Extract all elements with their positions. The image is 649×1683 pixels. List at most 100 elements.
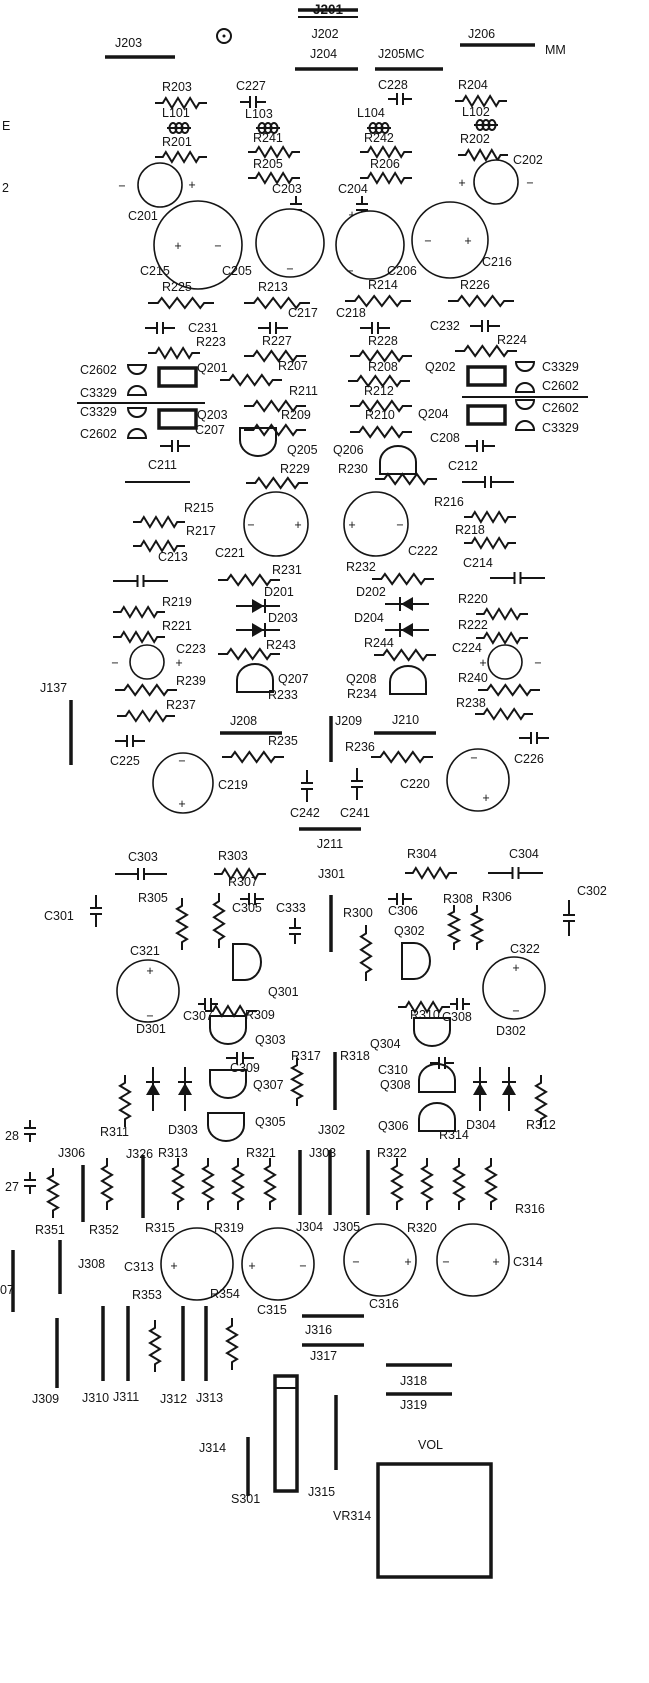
resistor-r322-body xyxy=(390,1158,404,1210)
label-r227: R227 xyxy=(262,334,292,348)
label-c303: C303 xyxy=(128,850,158,864)
label-r217: R217 xyxy=(186,524,216,538)
label-r228: R228 xyxy=(368,334,398,348)
label-j308: J308 xyxy=(78,1257,105,1271)
label-c304: C304 xyxy=(509,847,539,861)
transistor-c2602-right-bot xyxy=(514,399,536,410)
diode-triangle xyxy=(401,597,413,611)
plus-sign: + xyxy=(348,518,355,532)
label-c309: C309 xyxy=(230,1061,260,1075)
electrolytic-body xyxy=(487,644,523,680)
label-l101: L101 xyxy=(162,106,190,120)
resistor-r308 xyxy=(446,905,462,950)
plus-sign: + xyxy=(479,656,486,670)
label-r213: R213 xyxy=(258,280,288,294)
capacitor-c242 xyxy=(301,770,313,802)
label-c203: C203 xyxy=(272,182,302,196)
label-r219: R219 xyxy=(162,595,192,609)
label-c228: C228 xyxy=(378,78,408,92)
capacitor-c321: +− xyxy=(116,959,180,1023)
electrolytic-body xyxy=(153,200,243,290)
label-q302: Q302 xyxy=(394,924,425,938)
electrolytic-body xyxy=(343,491,409,557)
resistor-r210 xyxy=(350,425,412,439)
label-c211: C211 xyxy=(148,458,177,472)
resistor-r310 xyxy=(398,1000,450,1014)
label-r241: R241 xyxy=(253,131,283,145)
label-c3329: C3329 xyxy=(542,360,579,374)
label-j206: J206 xyxy=(468,27,495,41)
diode-triangle xyxy=(473,1083,487,1095)
label-vol: VOL xyxy=(418,1438,443,1452)
resistor-r220 xyxy=(476,607,528,621)
resistor-r228 xyxy=(350,349,412,363)
label-c306: C306 xyxy=(388,904,418,918)
plus-sign: + xyxy=(248,1259,255,1273)
inductor-turn xyxy=(269,122,279,134)
minus-sign: − xyxy=(247,518,254,532)
label-q307: Q307 xyxy=(253,1078,284,1092)
transistor-q303 xyxy=(209,1015,247,1045)
label-j304: J304 xyxy=(296,1220,323,1234)
resistor-r225 xyxy=(148,296,214,310)
label-c302: C302 xyxy=(577,884,607,898)
diode-triangle xyxy=(252,623,264,637)
resistor-r211 xyxy=(244,399,306,413)
minus-sign: − xyxy=(214,239,221,253)
electrolytic-body xyxy=(411,201,489,279)
diode-triangle xyxy=(146,1083,160,1095)
inductor-turn xyxy=(487,119,497,131)
label-r214: R214 xyxy=(368,278,398,292)
transistor-q201 xyxy=(157,366,198,388)
label-q301: Q301 xyxy=(268,985,299,999)
label-j318: J318 xyxy=(400,1374,427,1388)
label-r216: R216 xyxy=(434,495,464,509)
electrolytic-body xyxy=(255,208,325,278)
electrolytic-body xyxy=(116,959,180,1023)
label-c217: C217 xyxy=(288,306,318,320)
resistor-r303 xyxy=(214,867,266,881)
minus-sign: − xyxy=(178,754,185,768)
label-c3329: C3329 xyxy=(542,421,579,435)
label-c222: C222 xyxy=(408,544,438,558)
label-r221: R221 xyxy=(162,619,192,633)
potentiometer-vr314 xyxy=(376,1462,493,1579)
resistor-r316-body xyxy=(484,1158,498,1210)
plus-sign: + xyxy=(188,178,195,192)
label-c321: C321 xyxy=(130,944,160,958)
capacitor-c215: +− xyxy=(153,200,243,290)
label-r206: R206 xyxy=(370,157,400,171)
plus-sign: + xyxy=(458,176,465,190)
plus-sign: + xyxy=(348,208,355,222)
label-c215: C215 xyxy=(140,264,170,278)
label-r233: R233 xyxy=(268,688,298,702)
resistor-r223 xyxy=(148,346,200,360)
label-r211: R211 xyxy=(289,384,318,398)
minus-sign: − xyxy=(352,1255,359,1269)
resistor-r207 xyxy=(220,373,282,387)
electrolytic-body xyxy=(473,159,519,205)
electrolytic-body xyxy=(160,1227,234,1301)
transistor-c3329-left-bot xyxy=(126,407,148,418)
label-r230: R230 xyxy=(338,462,368,476)
resistor-r205 xyxy=(248,171,300,185)
resistor-r208 xyxy=(348,374,410,388)
plus-sign: + xyxy=(482,791,489,805)
label-j301: J301 xyxy=(318,867,345,881)
transistor-c2602-left-top xyxy=(126,364,148,375)
capacitor-c315: +− xyxy=(241,1227,315,1301)
capacitor-c211-top xyxy=(160,440,190,452)
plus-sign: + xyxy=(175,656,182,670)
capacitor-c225 xyxy=(115,735,145,747)
capacitor-c303 xyxy=(115,868,167,880)
label-c3329: C3329 xyxy=(80,405,117,419)
label-j303: J303 xyxy=(309,1146,336,1160)
label-j311: J311 xyxy=(113,1390,139,1404)
plus-sign: + xyxy=(492,1255,499,1269)
plus-sign: + xyxy=(404,1255,411,1269)
transistor-c2602-right-top xyxy=(514,382,536,393)
label-j201: J201 xyxy=(313,2,344,17)
label-r202: R202 xyxy=(460,132,490,146)
